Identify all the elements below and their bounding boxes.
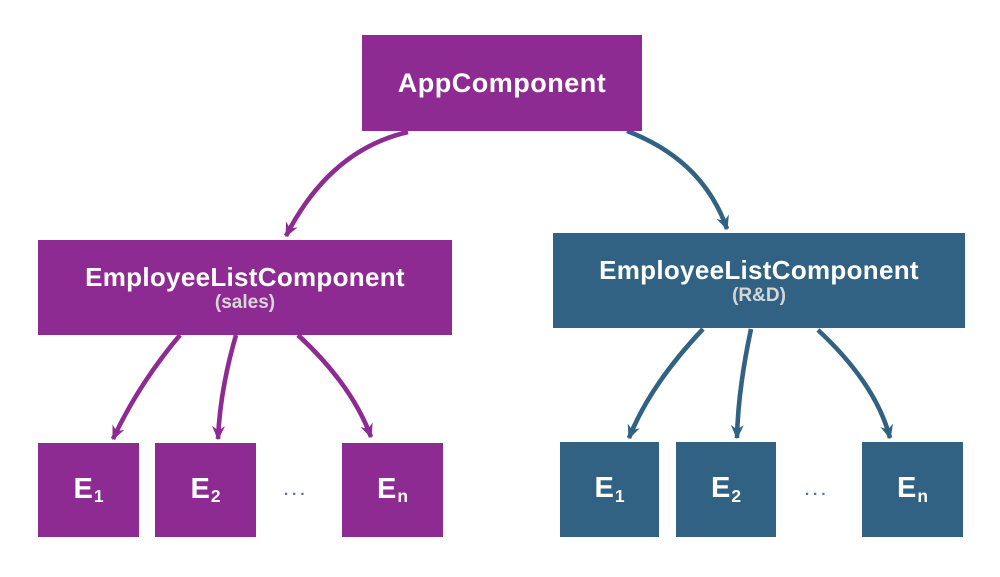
node-sales-e1-label: E1 bbox=[73, 472, 104, 507]
arrow-app-to-rnd bbox=[626, 128, 730, 231]
ellipsis-rnd: ... bbox=[805, 482, 830, 499]
ellipsis-sales: ... bbox=[284, 482, 309, 499]
node-sales-e1: E1 bbox=[38, 443, 139, 537]
node-sales-en: En bbox=[342, 443, 443, 537]
node-employee-list-sales-title: EmployeeListComponent bbox=[85, 261, 405, 292]
arrow-rnd-to-e2 bbox=[730, 328, 754, 440]
node-app-component-label: AppComponent bbox=[397, 67, 607, 98]
node-rnd-e1: E1 bbox=[560, 442, 659, 537]
arrow-sales-to-e1 bbox=[110, 333, 182, 441]
arrow-rnd-to-e1 bbox=[626, 327, 705, 440]
node-app-component: AppComponent bbox=[362, 35, 642, 131]
arrow-rnd-to-en bbox=[816, 328, 894, 440]
node-sales-en-label: En bbox=[377, 472, 408, 507]
node-rnd-e2-label: E2 bbox=[710, 472, 741, 506]
node-rnd-en: En bbox=[862, 442, 963, 537]
node-rnd-en-label: En bbox=[897, 472, 928, 506]
node-employee-list-sales: EmployeeListComponent (sales) bbox=[38, 240, 452, 335]
node-sales-e2: E2 bbox=[155, 443, 256, 537]
arrow-app-to-sales bbox=[283, 129, 409, 238]
node-employee-list-rnd-title: EmployeeListComponent bbox=[599, 254, 919, 285]
node-employee-list-sales-subtitle: (sales) bbox=[214, 291, 276, 313]
node-rnd-e1-label: E1 bbox=[594, 472, 625, 506]
node-rnd-e2: E2 bbox=[676, 442, 776, 537]
node-employee-list-rnd: EmployeeListComponent (R&D) bbox=[553, 233, 965, 328]
arrow-sales-to-en bbox=[296, 333, 374, 439]
node-sales-e2-label: E2 bbox=[190, 472, 221, 507]
node-employee-list-rnd-subtitle: (R&D) bbox=[732, 284, 786, 306]
arrow-sales-to-e2 bbox=[212, 334, 239, 441]
